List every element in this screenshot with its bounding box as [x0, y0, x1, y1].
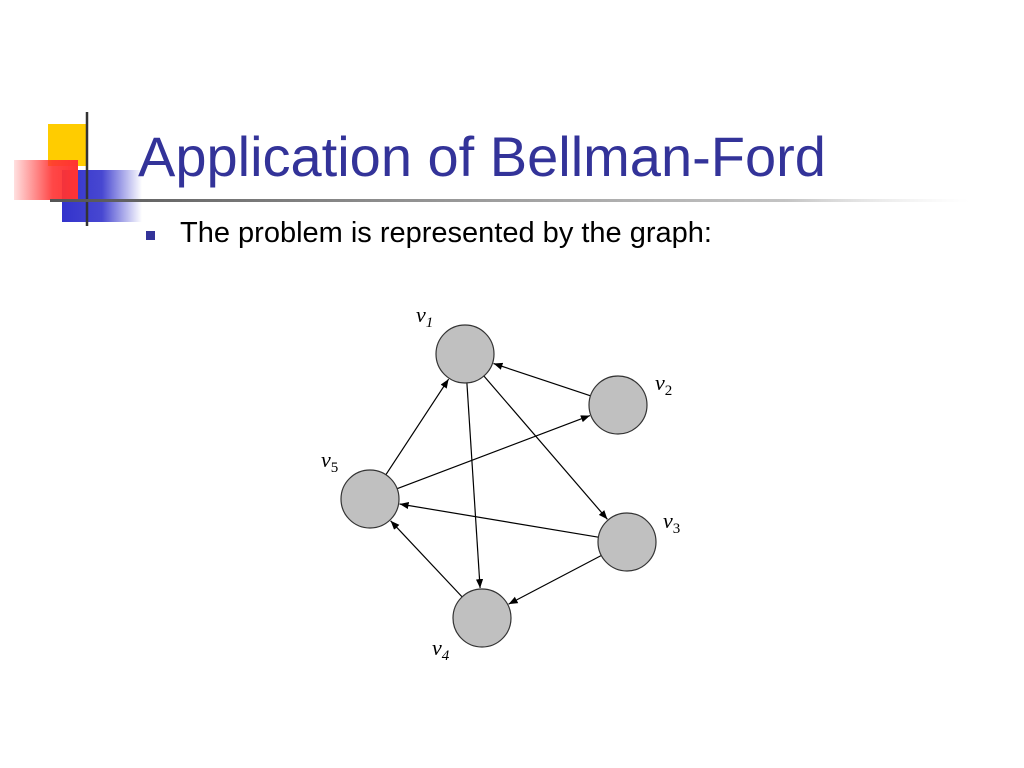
node-label-v3: v3: [663, 508, 680, 537]
node-label-letter: v: [432, 635, 442, 660]
node-label-v5: v5: [321, 447, 338, 476]
edge-v1-to-v4: [466, 382, 484, 589]
corner-decoration: [14, 112, 142, 226]
node-label-subscript: 2: [665, 383, 673, 399]
node-label-letter: v: [416, 302, 426, 327]
graph-edges: [385, 362, 608, 605]
node-label-letter: v: [655, 370, 665, 395]
node-v1: [435, 324, 495, 384]
edge-v5-to-v2: [396, 415, 591, 490]
edge-v5-to-v1: [385, 378, 450, 476]
bullet-text: The problem is represented by the graph:: [180, 217, 712, 249]
edge-v1-to-v3: [483, 375, 608, 520]
node-label-subscript: 3: [673, 521, 681, 537]
node-label-letter: v: [321, 447, 331, 472]
node-v3: [597, 512, 657, 572]
deco-yellow-square: [48, 124, 86, 166]
edge-v3-to-v5: [399, 501, 599, 538]
bullet-square-icon: [146, 230, 155, 240]
node-label-subscript: 1: [426, 315, 434, 331]
edge-v2-to-v1: [493, 362, 591, 397]
edge-v4-to-v5: [390, 520, 463, 598]
node-label-subscript: 4: [442, 648, 450, 664]
node-label-v4: v4: [432, 635, 450, 664]
slide-title: Application of Bellman-Ford: [138, 125, 826, 188]
node-v4: [452, 588, 512, 648]
node-v5: [340, 469, 400, 529]
node-v2: [588, 375, 648, 435]
node-label-letter: v: [663, 508, 673, 533]
edge-v3-to-v4: [508, 554, 602, 605]
node-label-v1: v1: [416, 302, 433, 331]
bullet-item: The problem is represented by the graph:: [146, 214, 712, 252]
graph-nodes: [340, 324, 657, 648]
node-label-subscript: 5: [331, 460, 339, 476]
node-label-v2: v2: [655, 370, 672, 399]
deco-red-square: [14, 160, 78, 200]
